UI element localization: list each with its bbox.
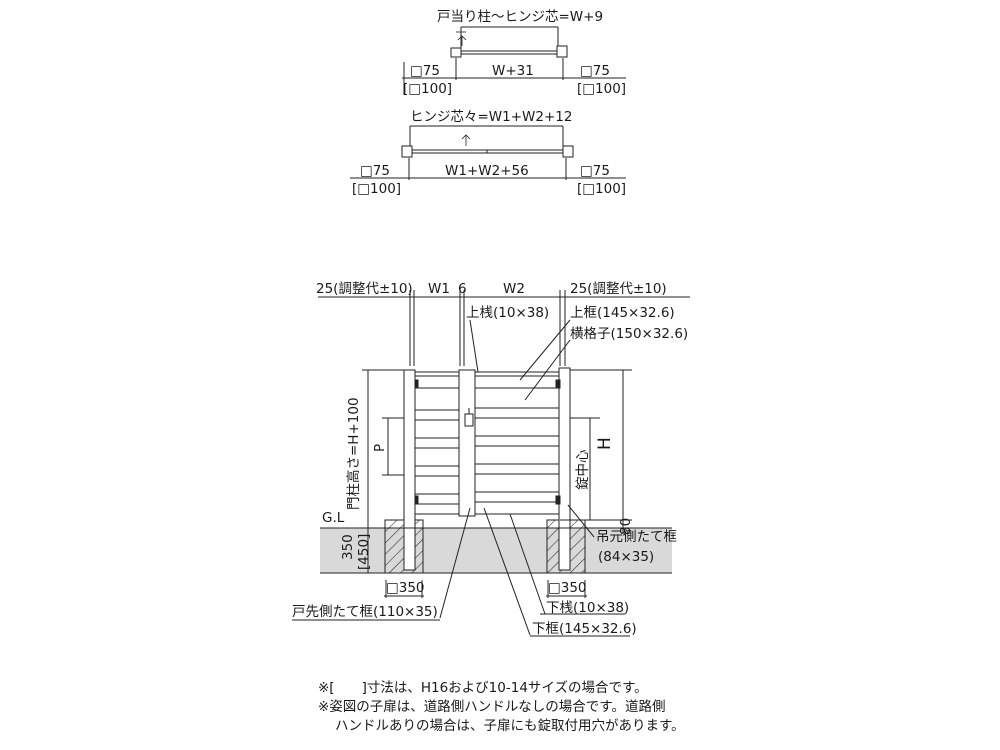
label-bottom-frame: 下框(145×32.6) (532, 621, 637, 637)
plan2-center-width: W1+W2+56 (445, 163, 529, 179)
elevation-view: 25(調整代±10) W1 6 W2 25(調整代±10) 上桟(10×38) … (292, 281, 690, 637)
label-depth-alt: [450] (356, 534, 372, 570)
plan-view-single: 戸当り柱～ヒンジ芯=W+9 □75 [□100] W+31 □75 [□100] (402, 9, 626, 97)
plan1-right-post: □75 (580, 63, 610, 79)
plan2-left-post: □75 (360, 163, 390, 179)
label-latch-frame: 戸先側たて框(110×35) (292, 604, 438, 620)
post-left (403, 369, 416, 571)
label-foundation-left: □350 (386, 580, 425, 596)
label-lock-center: 錠中心 (575, 449, 591, 490)
plan2-hinge-label: ヒンジ芯々=W1+W2+12 (410, 109, 573, 125)
dim-right-adjust: 25(調整代±10) (570, 281, 667, 297)
dim-gap: 6 (458, 281, 467, 297)
dim-w2: W2 (503, 281, 525, 297)
plan-view-double: ヒンジ芯々=W1+W2+12 □75 [□100] W1+W2+56 □75 [… (350, 109, 626, 197)
plan2-right-post-alt: [□100] (577, 181, 626, 197)
dim-w1: W1 (428, 281, 450, 297)
label-horizontal-slat: 横格子(150×32.6) (570, 326, 688, 342)
post-right (558, 367, 571, 571)
plan1-center-width: W+31 (492, 63, 534, 79)
dim-left-adjust: 25(調整代±10) (316, 281, 413, 297)
label-bottom-rail: 下桟(10×38) (546, 600, 629, 616)
label-hinge-frame: 吊元側たて框 (596, 529, 677, 545)
label-ground-line: G.L (322, 510, 345, 526)
label-depth: 350 (340, 534, 356, 560)
plan2-left-post-alt: [□100] (352, 181, 401, 197)
label-foundation-right: □350 (548, 580, 587, 596)
label-h: H (595, 437, 615, 450)
note-line-3: ハンドルありの場合は、子扉にも錠取付用穴があります。 (335, 718, 685, 734)
plan1-hinge-label: 戸当り柱～ヒンジ芯=W+9 (437, 9, 603, 25)
label-p: P (372, 444, 388, 452)
plan1-left-post-alt: [□100] (403, 81, 452, 97)
label-80: 80 (618, 518, 634, 535)
label-top-frame: 上框(145×32.6) (570, 305, 675, 321)
note-line-1: ※[ ]寸法は、H16および10-14サイズの場合です。 (318, 680, 648, 696)
plan1-left-post: □75 (410, 63, 440, 79)
ground-band (320, 528, 672, 573)
label-top-rail: 上桟(10×38) (466, 305, 549, 321)
note-line-2: ※姿図の子扉は、道路側ハンドルなしの場合です。道路側 (318, 699, 666, 715)
label-hinge-frame-size: (84×35) (598, 549, 654, 565)
plan2-right-post: □75 (580, 163, 610, 179)
label-post-height: 門柱高さ=H+100 (345, 397, 362, 510)
plan1-right-post-alt: [□100] (577, 81, 626, 97)
